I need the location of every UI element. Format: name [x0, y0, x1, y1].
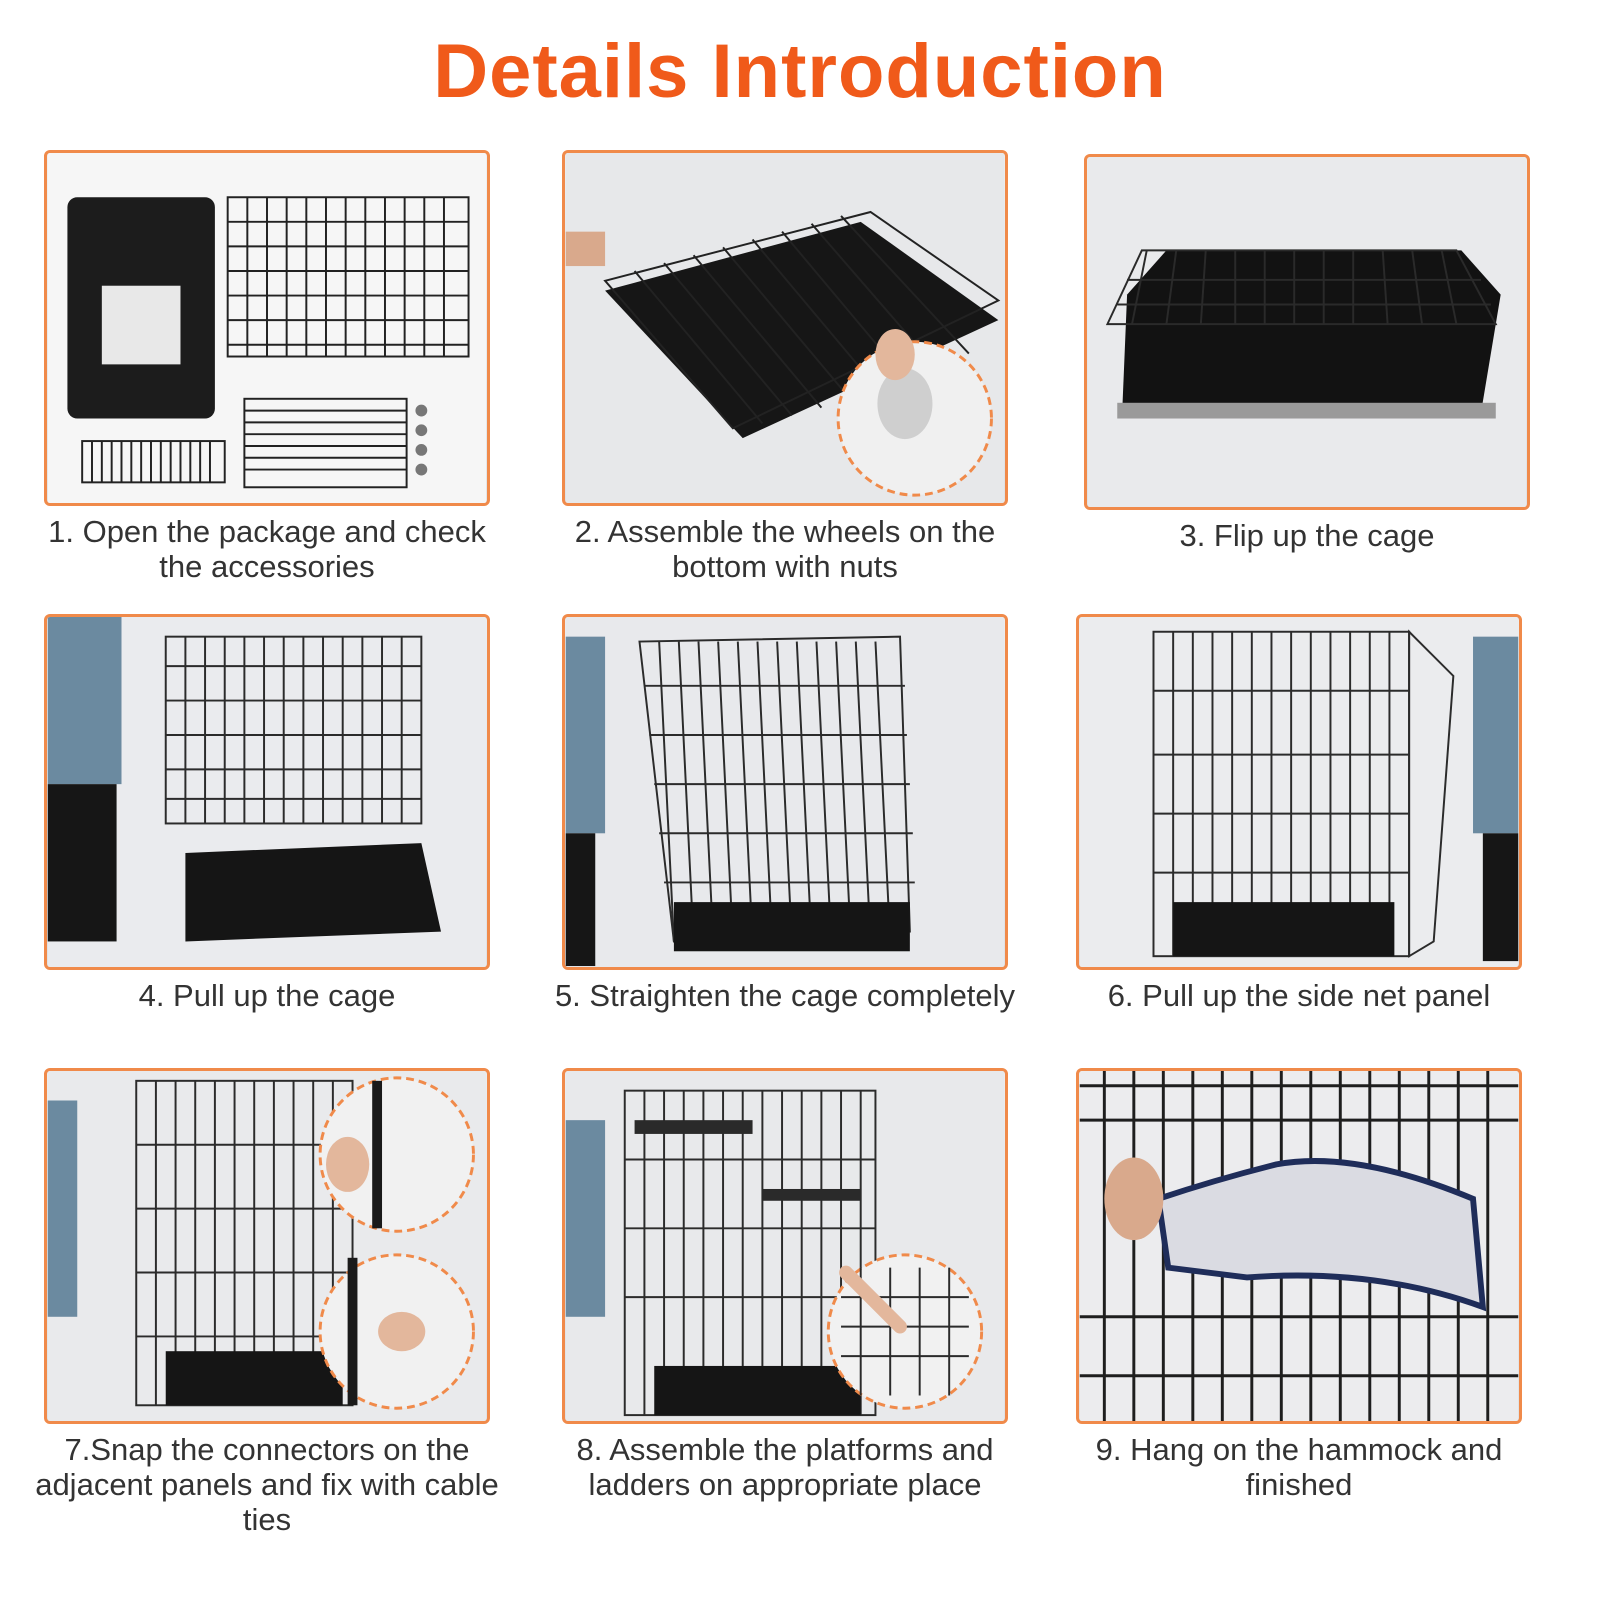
step-caption-4: 4. Pull up the cage	[138, 978, 396, 1013]
step-caption-3: 3. Flip up the cage	[1179, 518, 1435, 553]
platforms-photo	[562, 1068, 1008, 1424]
straighten-cage-photo	[562, 614, 1008, 970]
hammock-photo	[1076, 1068, 1522, 1424]
step-caption-9: 9. Hang on the hammock and finished	[1095, 1432, 1503, 1502]
connectors-photo	[44, 1068, 490, 1424]
flip-cage-photo	[1084, 154, 1530, 510]
wheel-assembly-photo	[562, 150, 1008, 506]
side-panel-photo	[1076, 614, 1522, 970]
step-caption-1: 1. Open the package and check the access…	[48, 514, 486, 584]
step-caption-6: 6. Pull up the side net panel	[1107, 978, 1491, 1013]
page-title: Details Introduction	[433, 29, 1167, 114]
step-caption-2: 2. Assemble the wheels on the bottom wit…	[574, 514, 996, 584]
package-contents-photo	[44, 150, 490, 506]
steps-grid: 1. Open the package and check the access…	[35, 150, 1560, 1590]
step-caption-5: 5. Straighten the cage completely	[554, 978, 1016, 1013]
step-caption-8: 8. Assemble the platforms and ladders on…	[576, 1432, 994, 1502]
step-caption-7: 7.Snap the connectors on the adjacent pa…	[35, 1432, 499, 1537]
pull-up-cage-photo	[44, 614, 490, 970]
